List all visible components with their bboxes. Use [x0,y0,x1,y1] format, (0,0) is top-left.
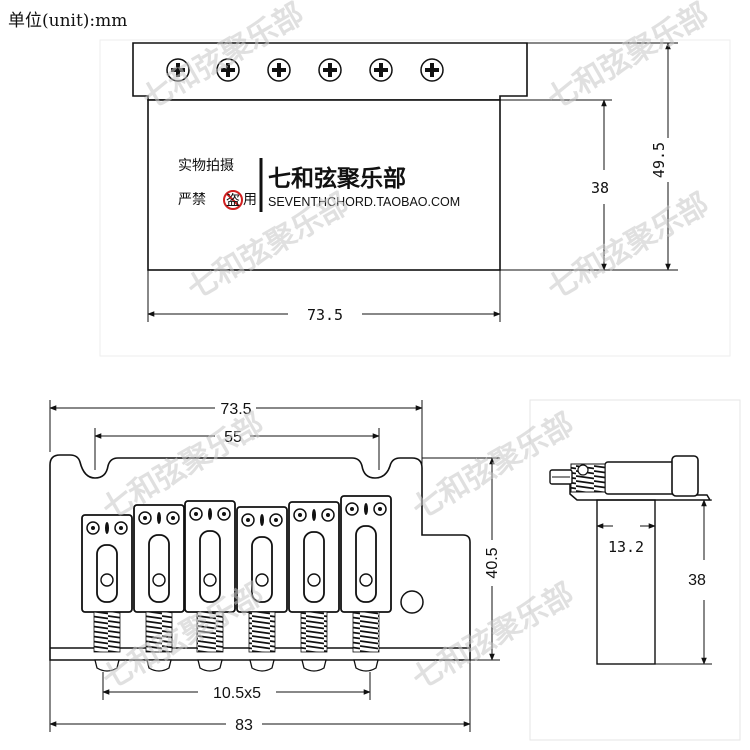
front-saddle-spacing-label: 10.5x5 [213,685,261,702]
screw-icon [318,58,342,82]
saddle [288,501,340,672]
brand-url: SEVENTHCHORD.TAOBAO.COM [268,195,460,209]
side-view: 13.2 38 [549,455,712,665]
notice-stamp: 盗 [226,193,240,209]
no-copy-slash [225,192,241,208]
saddle [81,514,133,672]
brand-name: 七和弦聚乐部 [268,165,406,192]
saddle [340,495,392,672]
top-view-block [147,99,501,271]
notice-line2b: 用 [243,192,257,208]
saddle [184,500,236,672]
front-view: 73.5 55 40.5 10.5x5 83 [49,400,501,734]
top-width-label: 73.5 [307,306,343,324]
saddles [81,495,392,672]
front-total-width-label: 83 [235,717,253,734]
screw-icon [420,58,444,82]
top-height-total-label: 49.5 [650,142,668,178]
top-view-screws [166,58,444,82]
mount-hole [400,590,424,614]
watermark-text: 七和弦聚乐部 [407,407,580,527]
top-view: 实物拍摄 严禁 盗 用 七和弦聚乐部 SEVENTHCHORD.TAOBAO.C… [132,42,678,324]
units-label: 单位(unit):mm [8,11,128,31]
screw-icon [267,58,291,82]
front-height-label: 40.5 [484,547,501,578]
front-top-width-label: 73.5 [220,401,251,418]
no-copy-stamp-icon [223,190,243,210]
notice-line1: 实物拍摄 [178,158,234,174]
screw-icon [166,58,190,82]
watermark-text: 七和弦聚乐部 [542,187,715,307]
top-view-frame [99,39,731,357]
side-height-label: 38 [688,572,706,589]
side-view-block [596,499,656,665]
notice-line2a: 严禁 [178,192,206,208]
screw-icon [369,58,393,82]
watermark-text: 七和弦聚乐部 [542,0,715,117]
side-view-frame [529,399,741,741]
screw-icon [216,58,240,82]
top-height-inner-label: 38 [591,179,609,197]
side-depth-label: 13.2 [608,538,644,556]
saddle [133,504,185,672]
saddle [236,506,288,672]
front-screw-span-label: 55 [224,429,242,446]
